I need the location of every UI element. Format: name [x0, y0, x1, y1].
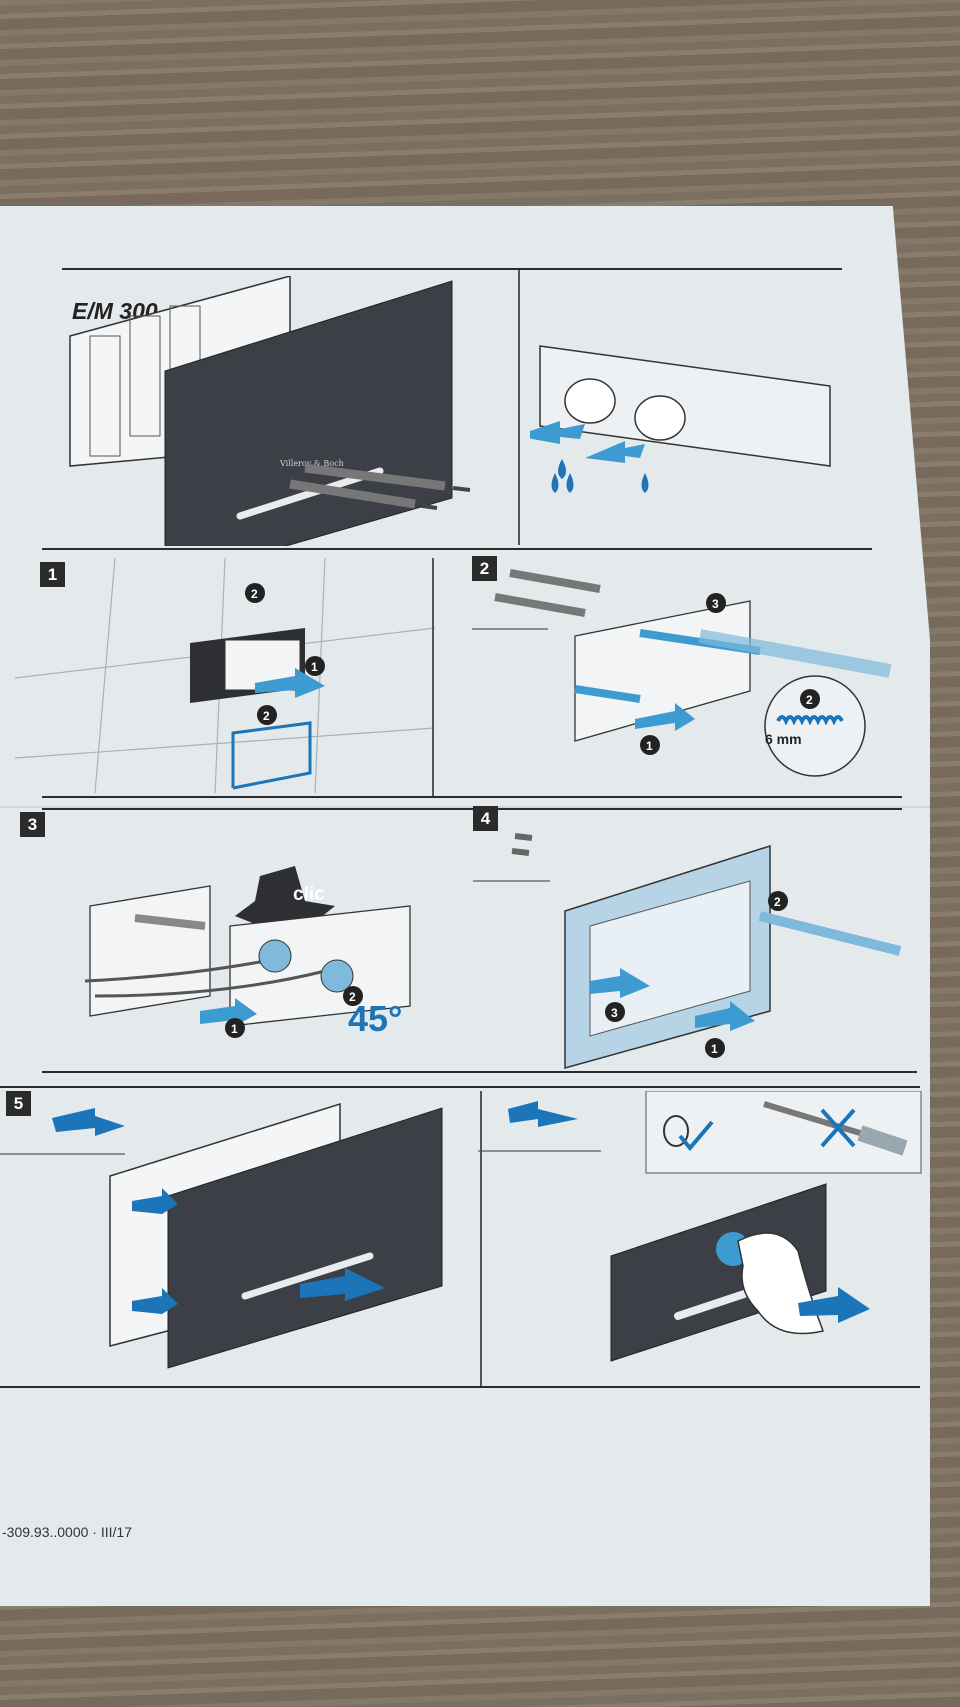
svg-text:3: 3: [611, 1006, 618, 1020]
step-badge-5: 5: [6, 1091, 31, 1116]
step-badge-2: 2: [472, 556, 497, 581]
angle-label: 45°: [348, 998, 403, 1039]
gap-label: 6 mm: [765, 731, 802, 747]
screwdriver-icon: [763, 1101, 908, 1156]
step-5-detail-illustration: [478, 1091, 922, 1362]
svg-text:2: 2: [774, 895, 781, 909]
water-connection-illustration: [530, 345, 831, 467]
step-1-illustration: 2 1 2: [15, 558, 435, 793]
water-drop-icon: [551, 459, 649, 493]
svg-text:3: 3: [712, 597, 719, 611]
clic-label: clic: [293, 884, 325, 905]
step-4-illustration: 2 3 1: [473, 833, 902, 1069]
check-icon: [678, 1120, 714, 1152]
step-5-illustration: [0, 1102, 443, 1369]
svg-text:1: 1: [311, 660, 318, 674]
rule-section-2b: [42, 808, 902, 810]
svg-text:2: 2: [349, 990, 356, 1004]
rule-bottom: [0, 1386, 920, 1388]
svg-text:2: 2: [806, 693, 813, 707]
step-2-illustration: 3 2 1: [472, 569, 892, 777]
rule-section-3b: [0, 1086, 920, 1088]
overview-illustration: Villeroy & Boch: [69, 276, 453, 546]
document-code: -309.93..0000 · III/17: [2, 1524, 132, 1540]
svg-text:1: 1: [711, 1042, 718, 1056]
svg-text:2: 2: [251, 587, 258, 601]
paper-fold: [0, 806, 930, 808]
svg-text:Villeroy & Boch: Villeroy & Boch: [279, 459, 344, 468]
divider-row-1: [432, 558, 434, 796]
rule-section-1: [42, 548, 872, 550]
clip-icon: [663, 1115, 689, 1147]
step-badge-4: 4: [473, 806, 498, 831]
instruction-sheet: E/M 300 Villeroy & Boch 1: [0, 206, 930, 1606]
svg-text:1: 1: [231, 1022, 238, 1036]
svg-text:2: 2: [263, 709, 270, 723]
threaded-rods: [289, 463, 471, 510]
step-badge-3: 3: [20, 812, 45, 837]
divider-top: [518, 270, 520, 545]
step-3-illustration: 1 2: [85, 866, 411, 1038]
cross-icon: [820, 1108, 856, 1148]
rule-section-2: [42, 796, 902, 798]
step-badge-1: 1: [40, 562, 65, 587]
svg-text:1: 1: [646, 739, 653, 753]
divider-row-3: [480, 1091, 482, 1386]
rule-section-3: [42, 1071, 917, 1073]
rule-top: [62, 268, 842, 270]
